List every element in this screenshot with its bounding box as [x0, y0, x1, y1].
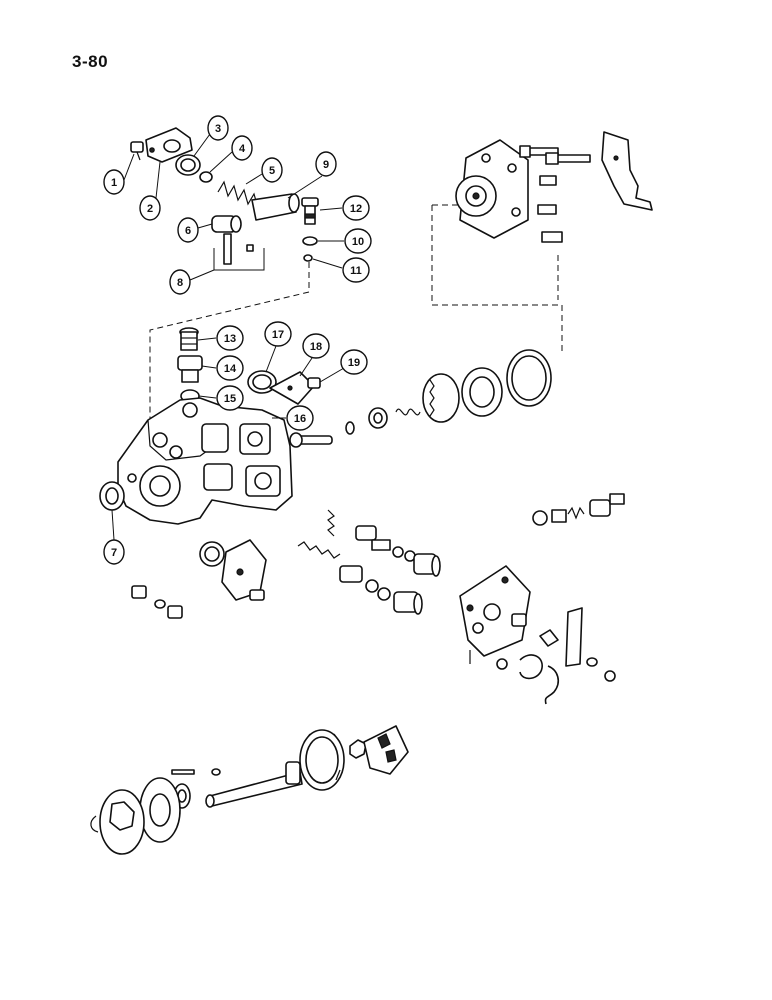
callout-17: 17 [264, 321, 292, 373]
drawing-small-screws [131, 585, 183, 619]
callout-7-label: 7 [111, 547, 117, 559]
drawing-part-10-ring [302, 236, 318, 246]
drawing-part-8-pin [213, 233, 265, 271]
callout-10-label: 10 [352, 236, 364, 248]
drawing-part-7-seal [99, 481, 125, 511]
drawing-governor-linkage [496, 607, 616, 705]
drawing-part-3-seal [175, 154, 201, 176]
drawing-part-17-oring [247, 370, 277, 394]
callout-12-label: 12 [350, 203, 362, 215]
drawing-part-1-screw [130, 141, 144, 161]
drawing-part-18-cover [269, 371, 315, 405]
callout-11-label: 11 [350, 265, 362, 277]
callout-9: 9 [287, 151, 337, 199]
drawing-cover-plate [199, 539, 267, 601]
callout-2: 2 [139, 161, 161, 221]
callout-3: 3 [193, 115, 229, 157]
drawing-part-12-valve [301, 197, 319, 225]
callout-11: 11 [312, 257, 370, 283]
callout-5-label: 5 [269, 165, 275, 177]
callout-17-label: 17 [272, 329, 284, 341]
page-number: 3-80 [72, 52, 109, 71]
callout-1: 1 [103, 153, 135, 195]
drawing-lower-valves [297, 509, 441, 615]
callout-14-label: 14 [224, 363, 237, 375]
callout-15: 15 [198, 385, 244, 411]
callout-8: 8 [169, 269, 215, 295]
drawing-head-bolts [519, 145, 591, 243]
callout-18-label: 18 [310, 341, 322, 353]
callout-16-label: 16 [294, 413, 306, 425]
drawing-rotor-shaft [289, 349, 552, 448]
callout-4-label: 4 [239, 143, 246, 155]
drawing-governor-plate [459, 565, 531, 664]
callout-10: 10 [318, 228, 372, 254]
callout-14: 14 [201, 355, 244, 381]
callout-3-label: 3 [215, 123, 221, 135]
drawing-part-4-washer [199, 171, 213, 183]
callout-6: 6 [177, 217, 213, 243]
callout-5: 5 [245, 157, 283, 185]
callout-19: 19 [319, 349, 368, 383]
drawing-part-13-bolt [179, 327, 199, 351]
callout-15-label: 15 [224, 393, 236, 405]
drawing-part-2-flange [145, 127, 193, 163]
callout-13-label: 13 [224, 333, 236, 345]
drawing-head-plate [455, 139, 529, 239]
callout-4: 4 [209, 135, 253, 173]
callout-1-label: 1 [111, 177, 117, 189]
drawing-drive-shaft [171, 725, 409, 808]
callout-8-label: 8 [177, 277, 183, 289]
callout-2-label: 2 [147, 203, 153, 215]
callout-12: 12 [319, 195, 370, 221]
callout-18: 18 [299, 333, 330, 377]
drawing-bracket [601, 131, 653, 211]
callout-7: 7 [103, 509, 125, 565]
drawing-part-14-fitting [177, 355, 203, 383]
drawing-right-small-parts [532, 493, 625, 526]
drawing-part-19-screw [307, 377, 321, 389]
drawing-part-9-sleeve [251, 193, 300, 221]
callout-13: 13 [197, 325, 244, 351]
callout-19-label: 19 [348, 357, 360, 369]
callout-9-label: 9 [323, 159, 329, 171]
callout-6-label: 6 [185, 225, 191, 237]
drawing-part-6-plunger [211, 215, 242, 233]
drawing-pump-body [117, 397, 293, 525]
assembly-dash-lines [149, 204, 563, 420]
callout-16: 16 [272, 405, 314, 431]
drawing-drive-hub [90, 777, 191, 855]
drawing-part-11-ring [303, 254, 313, 262]
